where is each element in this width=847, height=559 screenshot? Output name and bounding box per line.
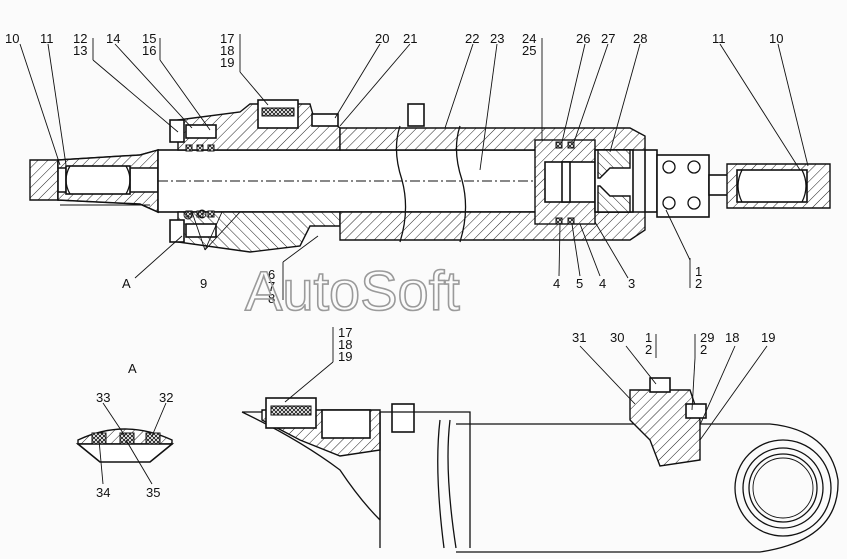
callout-26: 26 (576, 31, 590, 46)
gland-bolt-bottom (169, 219, 185, 243)
callout-33: 33 (96, 390, 110, 405)
callout-24: 24 (522, 31, 536, 46)
lower-port-seal (270, 405, 312, 416)
callout-10-left: 10 (5, 31, 19, 46)
piston-seals (555, 141, 575, 225)
callout-25: 25 (522, 43, 536, 58)
right-spherical-bearing (737, 169, 807, 203)
callout-8: 8 (268, 291, 275, 306)
callout-27: 27 (601, 31, 615, 46)
callout-23: 23 (490, 31, 504, 46)
detail-A-body (75, 443, 175, 463)
callout-21: 21 (403, 31, 417, 46)
cap-plug-right (685, 403, 707, 419)
break-line-1 (395, 125, 407, 243)
port-seal (261, 107, 295, 117)
left-bushing (65, 165, 131, 195)
callout-28: 28 (633, 31, 647, 46)
callout-2-lower-a: 2 (645, 342, 652, 357)
callout-4a: 4 (553, 276, 560, 291)
callout-17: 17 (220, 31, 234, 46)
callout-19b: 19 (761, 330, 775, 345)
callout-5: 5 (576, 276, 583, 291)
callout-30: 30 (610, 330, 624, 345)
callout-11-left: 11 (40, 31, 54, 46)
callout-20: 20 (375, 31, 389, 46)
cap-eye-outer (734, 439, 832, 537)
leader-lines-upper (19, 34, 809, 300)
break-line-2 (455, 125, 467, 243)
watermark: AutoSoft (245, 259, 460, 322)
callouts-upper: 10 11 12 13 14 15 16 17 18 19 20 21 22 2… (5, 31, 783, 306)
left-spherical-bearing (65, 165, 131, 195)
callout-9: 9 (200, 276, 207, 291)
callout-1-lower: 1 (645, 330, 652, 345)
lower-port-block (321, 409, 371, 439)
callout-18-lower: 18 (338, 337, 352, 352)
piston-nut (561, 161, 571, 203)
callouts-lower: 17 18 19 31 30 1 2 29 2 18 19 (338, 325, 775, 364)
leader-lines-lower (284, 327, 768, 441)
callout-18: 18 (220, 43, 234, 58)
callout-31: 31 (572, 330, 586, 345)
callout-19: 19 (220, 55, 234, 70)
cap-port-section (629, 389, 701, 467)
callout-13: 13 (73, 43, 87, 58)
callout-10-right: 10 (769, 31, 783, 46)
callout-12: 12 (73, 31, 87, 46)
tube-boss (407, 103, 425, 127)
cap-eye-ring (742, 447, 824, 529)
detail-seal-2 (119, 432, 135, 445)
callout-2-lower-b: 2 (700, 342, 707, 357)
callout-17-lower: 17 (338, 325, 352, 340)
cylinder-external-view (241, 377, 839, 553)
callout-19-lower: 19 (338, 349, 352, 364)
cap-bolts (662, 160, 701, 210)
callout-14: 14 (106, 31, 120, 46)
cylinder-section-view (29, 99, 831, 253)
callout-34: 34 (96, 485, 110, 500)
callout-A: A (122, 276, 131, 291)
callout-32: 32 (159, 390, 173, 405)
callout-7: 7 (268, 279, 275, 294)
cap-outline (456, 423, 839, 553)
gland-seals (183, 144, 215, 220)
callout-6: 6 (268, 267, 275, 282)
detail-A-title: A (128, 361, 137, 376)
callout-2: 2 (695, 276, 702, 291)
callout-1: 1 (695, 264, 702, 279)
detail-A: A 33 32 34 35 (75, 361, 175, 500)
callout-29: 29 (700, 330, 714, 345)
barrel-top-wall (339, 127, 646, 151)
cap-end (644, 149, 658, 213)
callout-3: 3 (628, 276, 635, 291)
lower-break-lines (437, 419, 457, 549)
port-block (311, 113, 339, 127)
callout-15: 15 (142, 31, 156, 46)
cap-eye-bore (752, 457, 814, 519)
left-eye-outer (29, 159, 59, 201)
callout-18b: 18 (725, 330, 739, 345)
barrel-outline (379, 411, 471, 548)
callout-11-right: 11 (712, 31, 726, 46)
barrel-bottom-wall (339, 211, 646, 241)
right-bushing (736, 169, 808, 203)
cap-port-plug (649, 377, 671, 393)
end-cap-bottom (597, 185, 631, 213)
callout-16: 16 (142, 43, 156, 58)
end-cap-top (597, 149, 631, 179)
cap-eye-inner (748, 453, 818, 523)
callout-4b: 4 (599, 276, 606, 291)
callout-22: 22 (465, 31, 479, 46)
callout-35: 35 (146, 485, 160, 500)
lower-boss (391, 403, 415, 433)
